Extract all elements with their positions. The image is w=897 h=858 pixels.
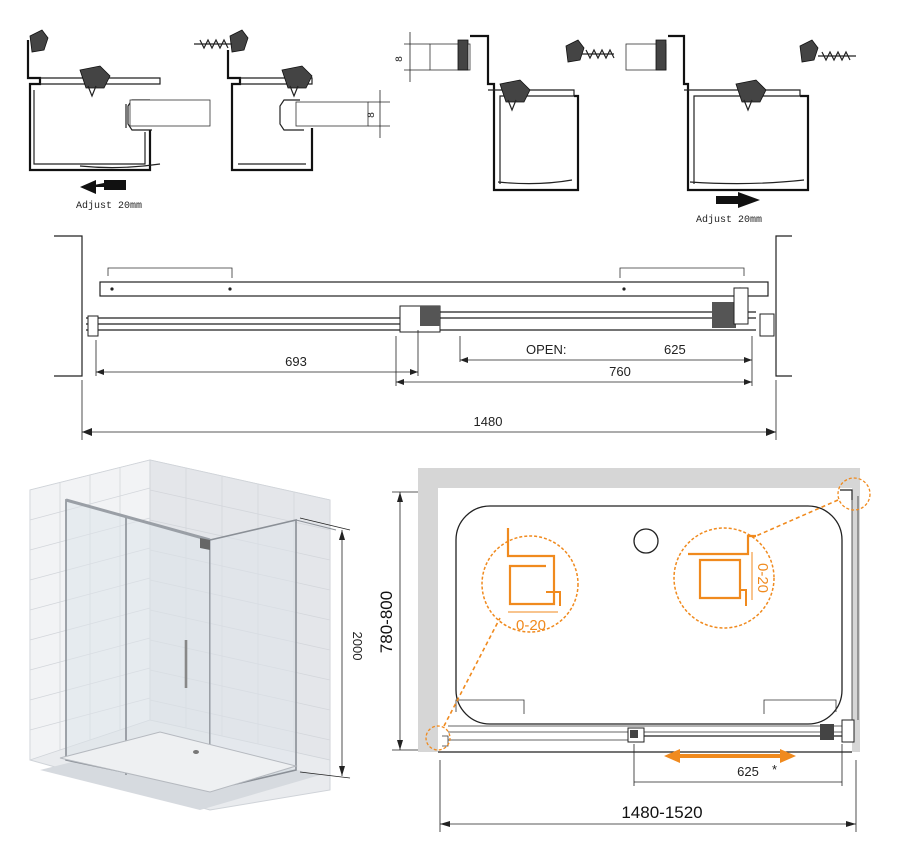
gap-label-c: 8 xyxy=(395,56,406,62)
profile-detail-1 xyxy=(26,29,211,194)
open-label: OPEN: xyxy=(526,342,566,357)
adjust-left-0-20: 0-20 xyxy=(516,617,546,634)
plan-depth: 780-800 xyxy=(377,591,396,653)
plan-open-value: 625 xyxy=(737,764,759,779)
adjust-right-0-20: 0-20 xyxy=(754,563,771,593)
height-2000: 2000 xyxy=(350,632,365,661)
adjust-left-label: Adjust 20mm xyxy=(76,200,142,212)
open-value: 625 xyxy=(664,342,686,357)
elevation-view xyxy=(54,235,792,440)
dim-760: 760 xyxy=(609,364,631,379)
plan-width: 1480-1520 xyxy=(621,803,702,822)
adjust-right-label: Adjust 20mm xyxy=(696,214,762,226)
gap-label-b: 8 xyxy=(367,112,378,118)
plan-open-note: * xyxy=(772,762,777,777)
profile-detail-4 xyxy=(625,34,856,208)
plan-view xyxy=(392,468,860,832)
profile-detail-3 xyxy=(404,32,615,192)
profile-detail-2 xyxy=(194,29,390,172)
dim-1480: 1480 xyxy=(474,414,503,429)
adjust-detail-left xyxy=(425,528,579,751)
dim-693: 693 xyxy=(285,354,307,369)
perspective-view xyxy=(29,459,351,811)
adjust-detail-right xyxy=(673,477,871,629)
